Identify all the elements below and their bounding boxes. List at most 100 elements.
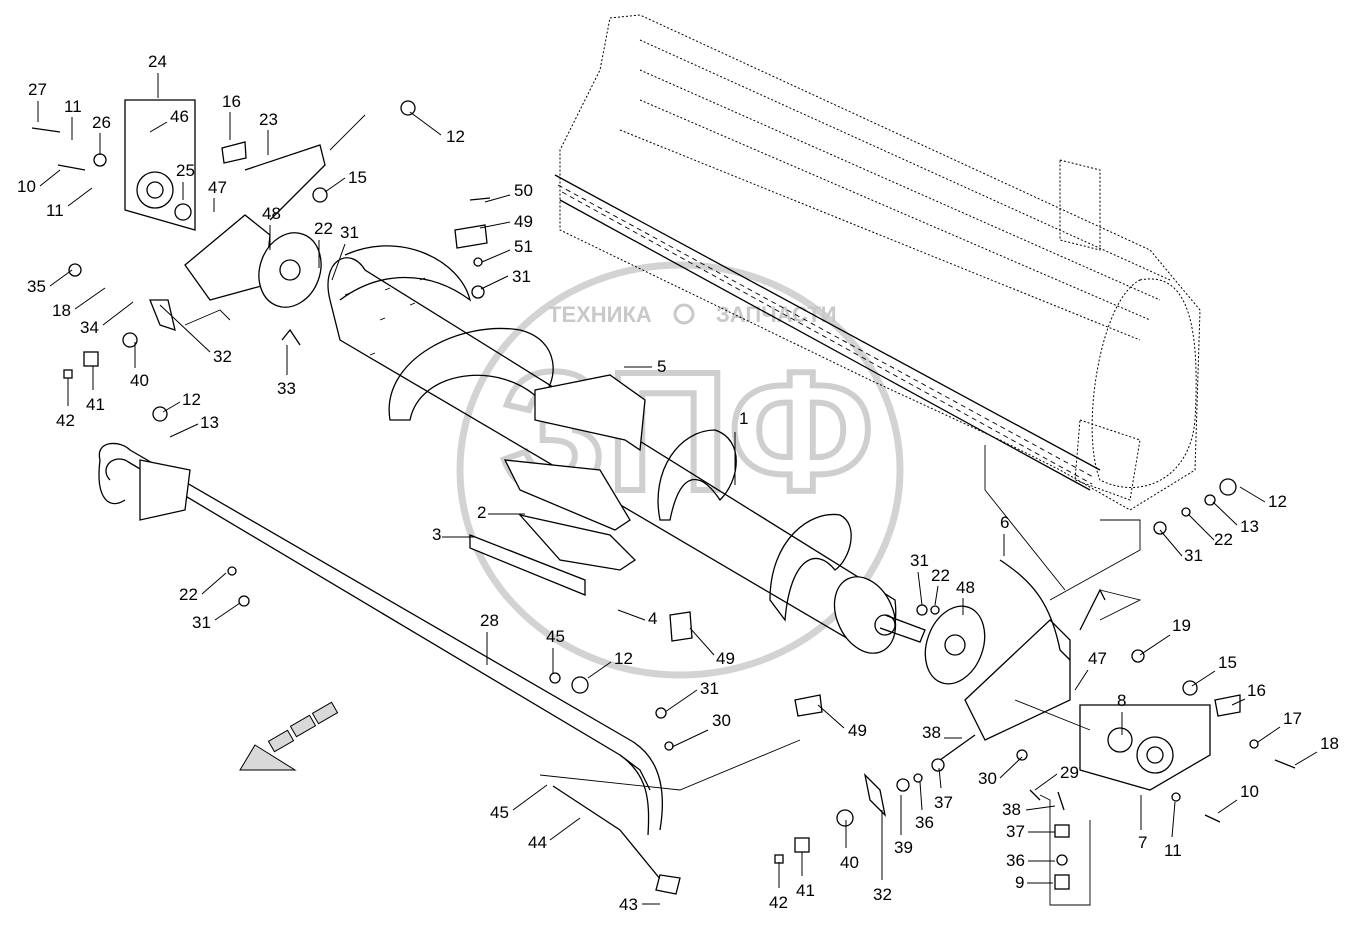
callout-number: 12: [1268, 492, 1287, 511]
callout-c39: 39: [894, 795, 913, 857]
callout-number: 31: [192, 613, 211, 632]
callout-number: 19: [1172, 616, 1191, 635]
callout-c15a: 15: [324, 168, 367, 193]
callout-leader: [587, 661, 612, 679]
callout-c44: 44: [528, 817, 581, 852]
callout-c36a: 36: [915, 781, 934, 832]
callout-number: 9: [1015, 873, 1024, 892]
callout-c19: 19: [1139, 616, 1191, 656]
callout-number: 15: [1218, 653, 1237, 672]
callout-leader: [331, 243, 346, 281]
callout-leader: [938, 767, 942, 789]
callout-c11a: 11: [64, 97, 82, 140]
callout-c16b: 16: [1231, 681, 1266, 706]
callout-c31b: 31: [480, 267, 531, 290]
callout-number: 15: [348, 168, 367, 187]
callout-c36b: 36: [1006, 851, 1055, 870]
callout-c23: 23: [259, 110, 278, 155]
callout-number: 31: [700, 679, 719, 698]
callout-number: 43: [619, 895, 638, 914]
callout-c37a: 37: [934, 767, 953, 812]
callout-leader: [1257, 726, 1281, 743]
callout-c9: 9: [1015, 873, 1053, 892]
callout-c48a: 48: [262, 204, 281, 250]
callout-c18b: 18: [1294, 734, 1339, 766]
callout-number: 13: [200, 413, 219, 432]
callout-c31f: 31: [1159, 529, 1203, 565]
callout-c30b: 30: [978, 756, 1023, 788]
callout-leader: [1171, 801, 1176, 838]
callout-c31d: 31: [664, 679, 719, 713]
callout-leader: [67, 187, 93, 207]
callout-number: 16: [222, 92, 241, 111]
callout-number: 41: [86, 395, 105, 414]
callout-number: 41: [796, 881, 815, 900]
callout-c45b: 45: [490, 784, 548, 822]
callout-number: 32: [873, 885, 892, 904]
callout-number: 37: [1006, 822, 1025, 841]
callout-number: 18: [52, 301, 71, 320]
callout-c43: 43: [619, 895, 660, 914]
watermark-right-word: ЗАПЧАСТИ: [716, 302, 837, 327]
callout-c8: 8: [1117, 691, 1126, 735]
callout-number: 48: [956, 578, 975, 597]
watermark-left-word: ТЕХНИКА: [548, 302, 652, 327]
callout-c51: 51: [481, 237, 533, 263]
callout-leader: [919, 781, 923, 811]
callout-leader: [39, 169, 61, 187]
callout-number: 28: [480, 611, 499, 630]
callout-number: 47: [208, 178, 227, 197]
callout-c12a: 12: [409, 111, 465, 146]
callout-c41a: 41: [86, 366, 105, 414]
callout-c22d: 22: [1187, 513, 1233, 549]
callout-c46: 46: [149, 107, 189, 133]
callout-leader: [1074, 669, 1089, 691]
callout-c11b: 11: [46, 187, 93, 220]
callout-number: 22: [314, 219, 333, 238]
callout-c37b: 37: [1006, 822, 1055, 841]
callout-c6: 6: [1000, 513, 1009, 556]
callout-c31e: 31: [910, 551, 929, 606]
callout-number: 42: [769, 893, 788, 912]
callout-c47a: 47: [208, 178, 227, 212]
callout-leader: [149, 121, 168, 133]
tube-holes: [344, 277, 426, 356]
callout-c10a: 10: [17, 169, 61, 196]
callout-leader: [484, 194, 511, 203]
callout-number: 30: [712, 711, 731, 730]
watermark-gear-icon: [673, 303, 695, 325]
callout-c49c: 49: [817, 704, 867, 740]
callout-leader: [1239, 486, 1266, 503]
callout-c41b: 41: [796, 852, 815, 900]
callout-number: 5: [657, 357, 666, 376]
callout-c38a: 38: [922, 723, 962, 742]
travel-direction-arrow: [239, 701, 339, 771]
callout-number: 45: [490, 803, 509, 822]
callout-number: 16: [1247, 681, 1266, 700]
callout-number: 29: [1060, 763, 1079, 782]
callout-leader: [214, 602, 241, 621]
callout-leader: [1187, 513, 1215, 541]
callout-leader: [162, 401, 181, 413]
callout-number: 10: [1240, 782, 1259, 801]
callout-number: 11: [64, 97, 82, 116]
callout-leader: [917, 571, 923, 606]
callout-number: 1: [739, 409, 748, 428]
callout-c15b: 15: [1191, 653, 1237, 687]
callout-number: 36: [915, 813, 934, 832]
callout-number: 22: [179, 585, 198, 604]
callout-leader: [102, 301, 134, 326]
callout-number: 39: [894, 838, 913, 857]
callout-c22b: 22: [179, 572, 227, 604]
callout-c27: 27: [28, 80, 47, 122]
callout-leader: [324, 177, 346, 193]
callout-leader: [479, 221, 511, 229]
callout-c12c: 12: [587, 649, 633, 679]
callout-leader: [49, 269, 73, 287]
callout-number: 36: [1006, 851, 1025, 870]
callout-c40b: 40: [840, 820, 859, 872]
callout-leader: [1191, 670, 1216, 687]
callout-number: 2: [477, 503, 486, 522]
